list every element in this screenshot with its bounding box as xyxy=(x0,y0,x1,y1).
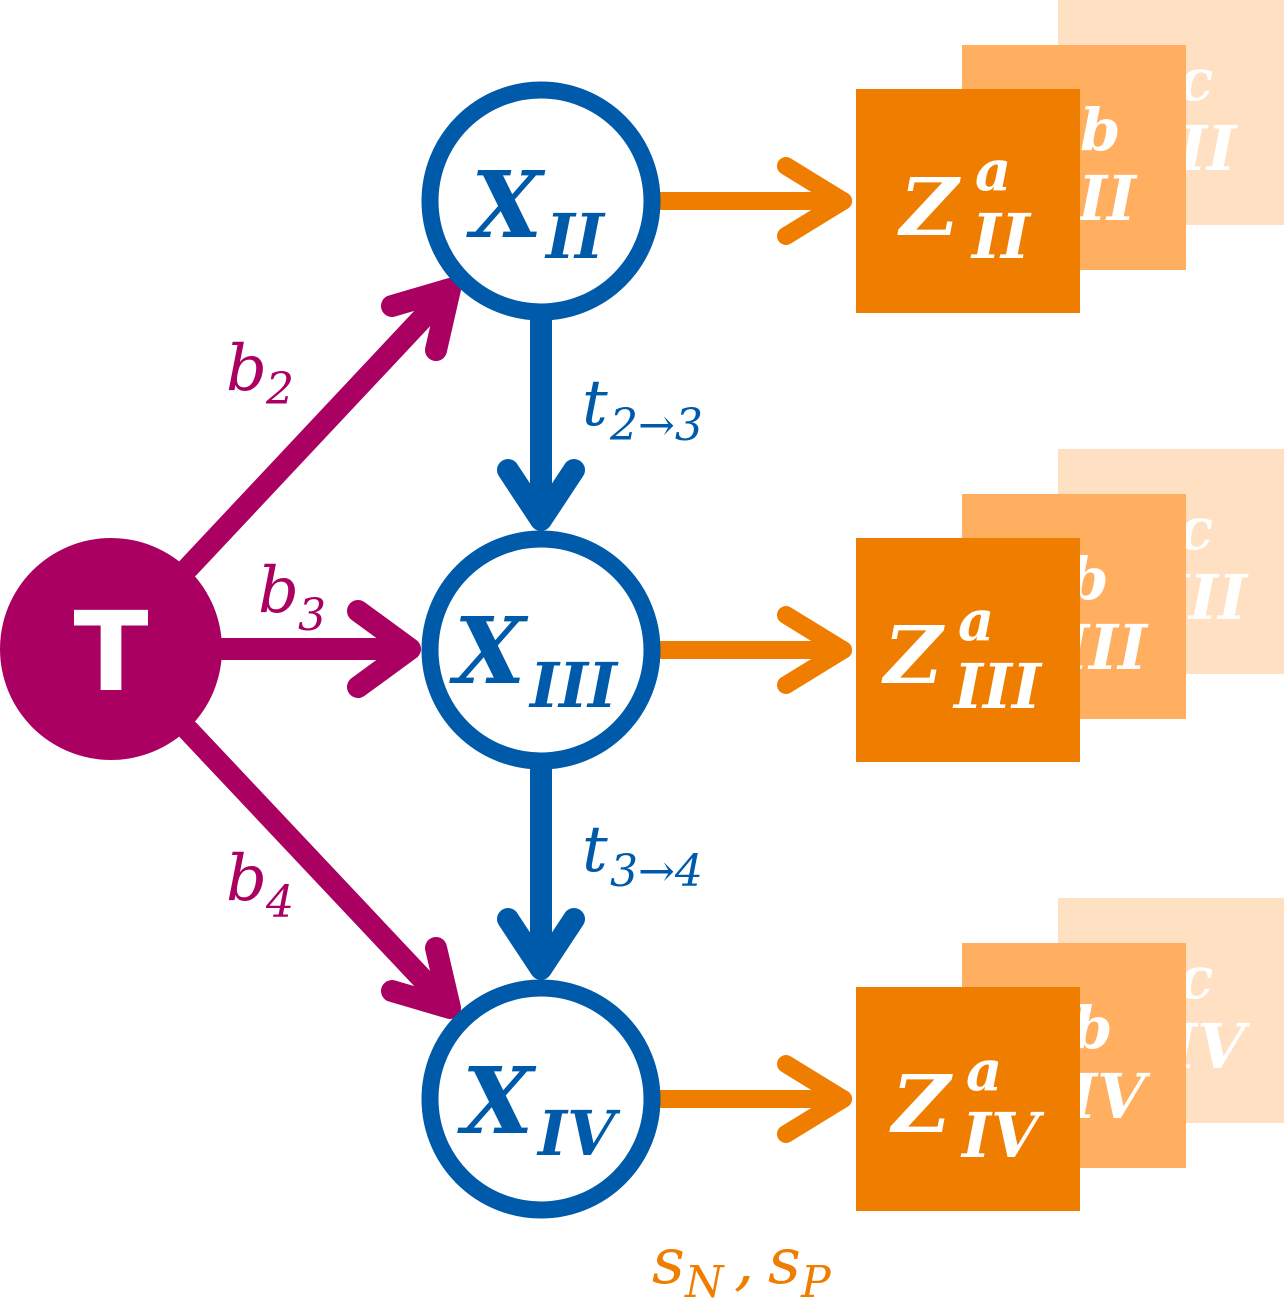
z-card-ii-main: Z xyxy=(897,160,961,254)
label-b4: b 4 xyxy=(226,842,294,928)
label-b2: b 2 xyxy=(226,332,294,415)
z-card-ii-b-sup: b xyxy=(1080,96,1121,164)
label-t34-main: t xyxy=(582,813,608,887)
label-b3-sub: 3 xyxy=(298,590,326,641)
node-x2-circle xyxy=(421,81,661,321)
label-s-p-sub: P xyxy=(800,1257,832,1302)
node-x3: X III xyxy=(421,530,661,770)
z-card-iii-a xyxy=(856,538,1080,762)
label-t34: t 3→4 xyxy=(582,813,703,897)
node-x2-sub: II xyxy=(544,200,606,273)
z-card-ii-c-sub: II xyxy=(1176,112,1238,185)
node-x4-sub: IV xyxy=(536,1097,621,1170)
label-s-n-main: s xyxy=(652,1225,685,1299)
node-t: T xyxy=(0,538,222,760)
magenta-arrows xyxy=(177,278,461,1019)
arrow-t-to-x3 xyxy=(211,600,421,698)
node-x4-circle xyxy=(421,979,661,1219)
blue-arrows xyxy=(497,309,585,980)
z-stack-ii: c II b II Z a II xyxy=(856,0,1284,313)
orange-arrows xyxy=(653,157,852,1143)
arrow-x2-to-z2 xyxy=(653,157,852,245)
z-card-iii-main: Z xyxy=(881,608,945,702)
arrow-t-to-x4 xyxy=(177,719,461,1019)
node-x2-main: X xyxy=(466,151,546,259)
z-card-iv-b-sub: IV xyxy=(1066,1060,1151,1133)
z-card-iv-sub: IV xyxy=(960,1099,1045,1172)
label-b2-sub: 2 xyxy=(265,364,294,415)
arrow-x3-to-x4 xyxy=(497,759,585,980)
arrow-x3-to-z3 xyxy=(653,606,852,694)
label-b3-main: b xyxy=(258,554,299,628)
node-x4: X IV xyxy=(421,979,661,1219)
label-sn-sp: s N , s P xyxy=(652,1225,832,1302)
node-t-label: T xyxy=(73,588,148,716)
label-b2-main: b xyxy=(226,332,267,406)
z-card-iv-a xyxy=(856,987,1080,1211)
node-x2: X II xyxy=(421,81,661,321)
z-card-iv-main: Z xyxy=(889,1057,953,1151)
node-x3-sub: III xyxy=(528,649,619,722)
label-s-p-main: s xyxy=(768,1225,801,1299)
arrow-t-to-x2 xyxy=(177,278,461,579)
z-card-ii-sub: II xyxy=(970,200,1032,273)
z-stack-iii: c III b III Z a III xyxy=(856,449,1284,762)
z-card-iii-sub: III xyxy=(952,650,1043,723)
z-card-iv-sup: a xyxy=(966,1038,1002,1104)
label-comma: , xyxy=(734,1225,754,1299)
label-s-n-sub: N xyxy=(684,1257,725,1302)
node-x3-main: X xyxy=(449,597,529,705)
label-b4-main: b xyxy=(226,842,267,916)
z-card-iii-sup: a xyxy=(958,588,994,654)
label-t23-main: t xyxy=(582,367,608,441)
label-t23-sub: 2→3 xyxy=(609,400,703,451)
node-x4-main: X xyxy=(457,1047,537,1155)
label-b4-sub: 4 xyxy=(265,877,294,928)
z-card-ii-a xyxy=(856,89,1080,313)
label-t34-sub: 3→4 xyxy=(610,846,703,897)
arrow-x2-to-x3 xyxy=(497,309,585,531)
label-b3: b 3 xyxy=(258,554,326,641)
node-x3-circle xyxy=(421,530,661,770)
z-card-ii-b-sub: II xyxy=(1076,162,1138,235)
node-t-circle xyxy=(0,538,222,760)
z-card-ii-sup: a xyxy=(975,138,1011,204)
arrow-x4-to-z4 xyxy=(653,1055,852,1143)
label-t23: t 2→3 xyxy=(582,367,703,451)
z-stack-iv: c IV b IV Z a IV xyxy=(856,898,1284,1211)
